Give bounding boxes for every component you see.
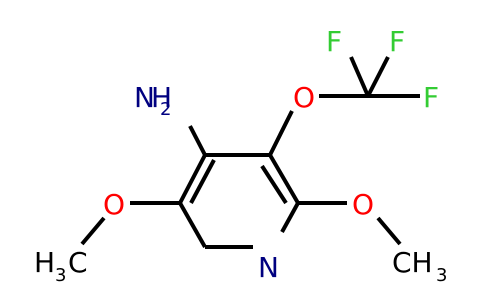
- nh2-label-h2: H: [151, 81, 172, 114]
- ring-bond-c2-n: [280, 202, 300, 233]
- nh2-label-h: N: [134, 81, 155, 114]
- atom-o-ocf3: O: [293, 81, 315, 114]
- ring-bond-c4-c5: [178, 154, 207, 204]
- ring-bond-c4-c5-inner: [189, 159, 216, 204]
- atom-f2: F: [389, 25, 405, 58]
- bonds: [80, 56, 420, 249]
- atom-f1: F: [326, 25, 342, 58]
- bond-c3-o: [268, 110, 294, 156]
- bond-c4-n: [188, 125, 207, 156]
- bond-cf3-f2: [366, 56, 390, 97]
- atom-ch3-left: H 3 C: [34, 246, 88, 286]
- atom-f3: F: [423, 81, 439, 114]
- bond-cf3-f1: [349, 56, 370, 97]
- ch3-right-ch: CH: [392, 246, 433, 279]
- ring-bond-c5-c6: [178, 202, 207, 248]
- atom-ch3-right: CH 3: [392, 246, 447, 286]
- ring-bond-c3-c2-inner: [260, 164, 288, 205]
- ch3-right-sub: 3: [436, 265, 447, 286]
- atom-nh2: N H 2: [134, 81, 172, 120]
- bond-o-ch3-left: [80, 216, 106, 246]
- ch3-left-h: H: [34, 246, 55, 279]
- atom-o-left: O: [103, 188, 125, 221]
- atom-o-right: O: [352, 188, 374, 221]
- ring-bond-c3-c2: [268, 153, 300, 205]
- ch3-left-sub: 3: [55, 265, 66, 286]
- ch3-left-c: C: [68, 246, 88, 279]
- bond-o-ch3-right: [376, 216, 402, 246]
- nh2-label-sub: 2: [160, 99, 171, 120]
- atom-n-ring: N: [258, 251, 279, 284]
